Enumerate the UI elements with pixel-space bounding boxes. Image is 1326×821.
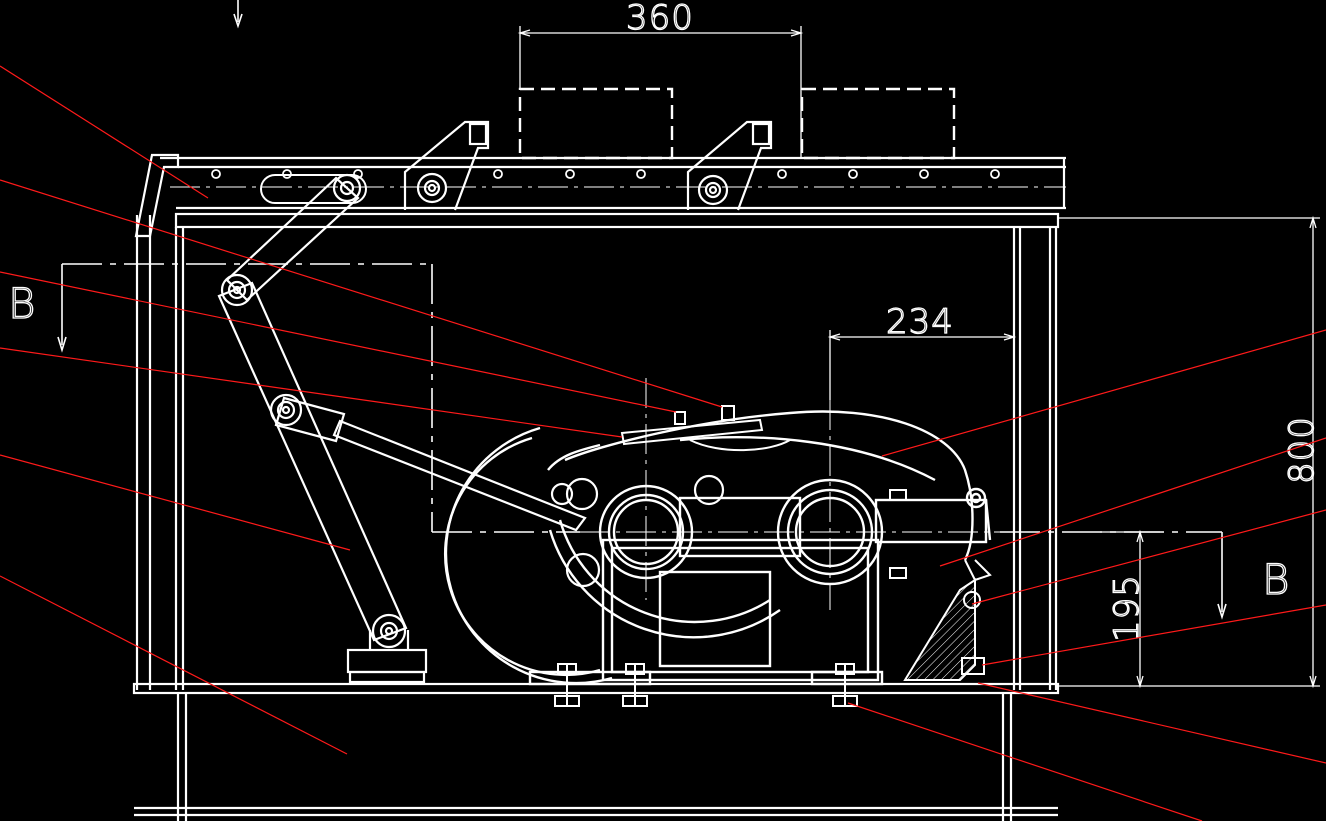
stop-bracket bbox=[903, 559, 992, 681]
pusher-dog-2 bbox=[686, 120, 773, 211]
leader-lines bbox=[0, 65, 1326, 821]
dim-360 bbox=[517, 26, 804, 158]
workpiece-outlines bbox=[518, 87, 956, 160]
conveyor-tray bbox=[134, 153, 1066, 238]
pusher-dog-1 bbox=[403, 120, 490, 211]
section-label-left: B bbox=[8, 279, 36, 328]
centerlines bbox=[580, 378, 1000, 610]
dim-800 bbox=[1058, 215, 1320, 689]
dim-234 bbox=[827, 330, 1017, 400]
dim-234-label: 234 bbox=[886, 302, 954, 342]
dim-195 bbox=[1100, 529, 1160, 689]
dim-360-label: 360 bbox=[626, 0, 694, 38]
disc-holes bbox=[550, 474, 725, 588]
gearbox-housing bbox=[443, 410, 992, 686]
section-line-bb bbox=[57, 0, 1227, 620]
linkage bbox=[217, 173, 587, 649]
dim-195-label: 195 bbox=[1107, 574, 1147, 642]
lever-base-bracket bbox=[346, 630, 428, 684]
clamp-block bbox=[620, 405, 791, 452]
section-label-right: B bbox=[1262, 555, 1290, 604]
base-bolts bbox=[554, 489, 907, 707]
